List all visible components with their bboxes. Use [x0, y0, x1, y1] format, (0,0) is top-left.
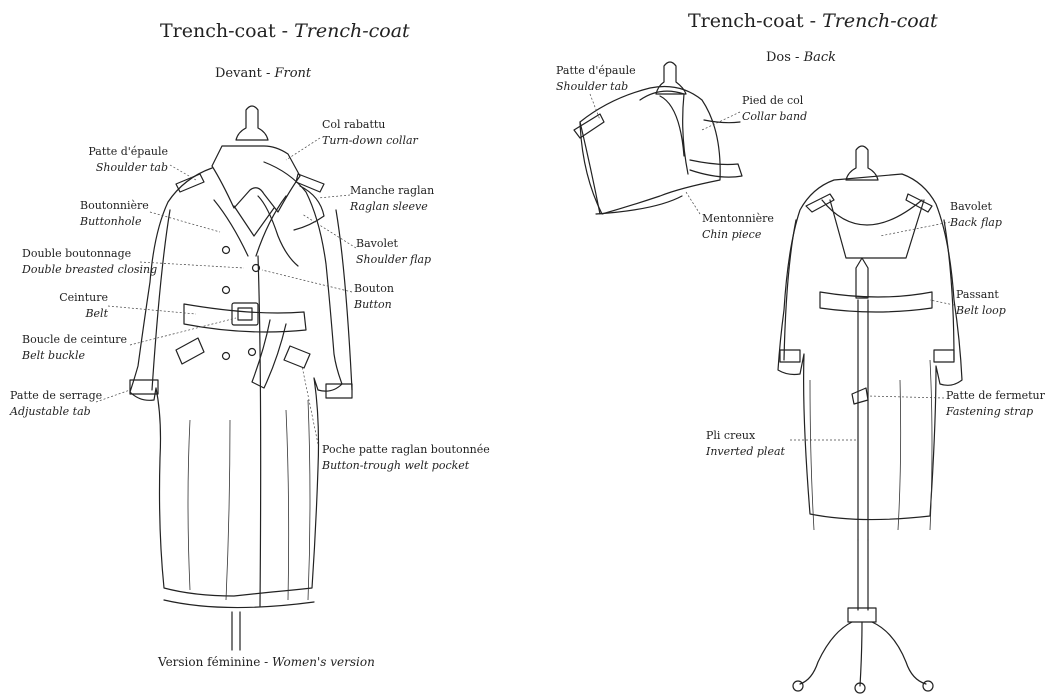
back-collar-leader-lines: [590, 94, 740, 214]
label-bouton-fr: Bouton: [354, 281, 394, 297]
back-coat-drawing: [778, 146, 962, 693]
label-patte-serrage-en: Adjustable tab: [10, 404, 102, 420]
label-pli-creux-fr: Pli creux: [706, 428, 785, 444]
front-subtitle: Devant - Front: [215, 66, 311, 81]
label-double-boutonnage-fr: Double boutonnage: [22, 246, 157, 262]
label-patte-epaule-back-en: Shoulder tab: [556, 79, 636, 95]
back-title-sep: -: [804, 10, 823, 32]
label-col-rabattu: Col rabattu Turn-down collar: [322, 117, 418, 149]
label-bouton: Bouton Button: [354, 281, 394, 313]
label-bavolet-back: Bavolet Back flap: [950, 199, 1002, 231]
back-subtitle-sep: -: [791, 50, 804, 65]
front-caption: Version féminine - Women's version: [158, 655, 375, 669]
label-boucle-ceinture: Boucle de ceinture Belt buckle: [22, 332, 127, 364]
label-patte-epaule-back: Patte d'épaule Shoulder tab: [556, 63, 636, 95]
back-leader-lines: [790, 222, 954, 440]
label-poche-en: Button-trough welt pocket: [322, 458, 490, 474]
label-manche-raglan: Manche raglan Raglan sleeve: [350, 183, 434, 215]
label-ceinture: Ceinture Belt: [50, 290, 108, 322]
label-bavolet-back-fr: Bavolet: [950, 199, 1002, 215]
label-patte-epaule-front-fr: Patte d'épaule: [88, 144, 168, 160]
label-patte-fermetur-en: Fastening strap: [946, 404, 1045, 420]
front-coat-drawing: [130, 106, 352, 650]
label-passant: Passant Belt loop: [956, 287, 1006, 319]
front-caption-fr: Version féminine: [158, 655, 260, 669]
label-boutonniere-en: Buttonhole: [80, 214, 149, 230]
label-boutonniere-fr: Boutonnière: [80, 198, 149, 214]
label-ceinture-en: Belt: [50, 306, 108, 322]
label-bouton-en: Button: [354, 297, 394, 313]
label-poche-fr: Poche patte raglan boutonnée: [322, 442, 490, 458]
label-mentonniere-en: Chin piece: [702, 227, 774, 243]
label-bavolet-back-en: Back flap: [950, 215, 1002, 231]
front-title-en: Trench-coat: [294, 20, 410, 42]
front-title-fr: Trench-coat: [160, 20, 276, 42]
label-patte-serrage: Patte de serrage Adjustable tab: [10, 388, 102, 420]
label-boutonniere: Boutonnière Buttonhole: [80, 198, 149, 230]
label-col-rabattu-en: Turn-down collar: [322, 133, 418, 149]
label-mentonniere: Mentonnière Chin piece: [702, 211, 774, 243]
label-patte-epaule-front-en: Shoulder tab: [88, 160, 168, 176]
label-passant-en: Belt loop: [956, 303, 1006, 319]
label-boucle-ceinture-en: Belt buckle: [22, 348, 127, 364]
label-passant-fr: Passant: [956, 287, 1006, 303]
back-subtitle-en: Back: [804, 50, 836, 65]
back-title: Trench-coat - Trench-coat: [688, 10, 938, 32]
label-double-boutonnage-en: Double breasted closing: [22, 262, 157, 278]
back-title-en: Trench-coat: [822, 10, 938, 32]
front-subtitle-fr: Devant: [215, 66, 262, 81]
back-title-fr: Trench-coat: [688, 10, 804, 32]
label-patte-epaule-front: Patte d'épaule Shoulder tab: [88, 144, 168, 176]
label-double-boutonnage: Double boutonnage Double breasted closin…: [22, 246, 157, 278]
front-caption-sep: -: [260, 655, 272, 669]
label-bavolet-front-en: Shoulder flap: [356, 252, 431, 268]
front-caption-en: Women's version: [272, 655, 375, 669]
back-subtitle: Dos - Back: [766, 50, 836, 65]
front-title: Trench-coat - Trench-coat: [160, 20, 410, 42]
front-title-sep: -: [276, 20, 295, 42]
label-manche-raglan-fr: Manche raglan: [350, 183, 434, 199]
label-poche: Poche patte raglan boutonnée Button-trou…: [322, 442, 490, 474]
label-pli-creux: Pli creux Inverted pleat: [706, 428, 785, 460]
label-manche-raglan-en: Raglan sleeve: [350, 199, 434, 215]
front-subtitle-sep: -: [262, 66, 275, 81]
label-pli-creux-en: Inverted pleat: [706, 444, 785, 460]
label-boucle-ceinture-fr: Boucle de ceinture: [22, 332, 127, 348]
label-patte-fermetur-fr: Patte de fermetur: [946, 388, 1045, 404]
label-pied-col: Pied de col Collar band: [742, 93, 807, 125]
label-patte-fermetur: Patte de fermetur Fastening strap: [946, 388, 1045, 420]
label-patte-epaule-back-fr: Patte d'épaule: [556, 63, 636, 79]
label-bavolet-front: Bavolet Shoulder flap: [356, 236, 431, 268]
label-pied-col-fr: Pied de col: [742, 93, 807, 109]
label-patte-serrage-fr: Patte de serrage: [10, 388, 102, 404]
label-mentonniere-fr: Mentonnière: [702, 211, 774, 227]
label-bavolet-front-fr: Bavolet: [356, 236, 431, 252]
label-pied-col-en: Collar band: [742, 109, 807, 125]
back-subtitle-fr: Dos: [766, 50, 791, 65]
label-col-rabattu-fr: Col rabattu: [322, 117, 418, 133]
label-ceinture-fr: Ceinture: [50, 290, 108, 306]
front-subtitle-en: Front: [274, 66, 311, 81]
